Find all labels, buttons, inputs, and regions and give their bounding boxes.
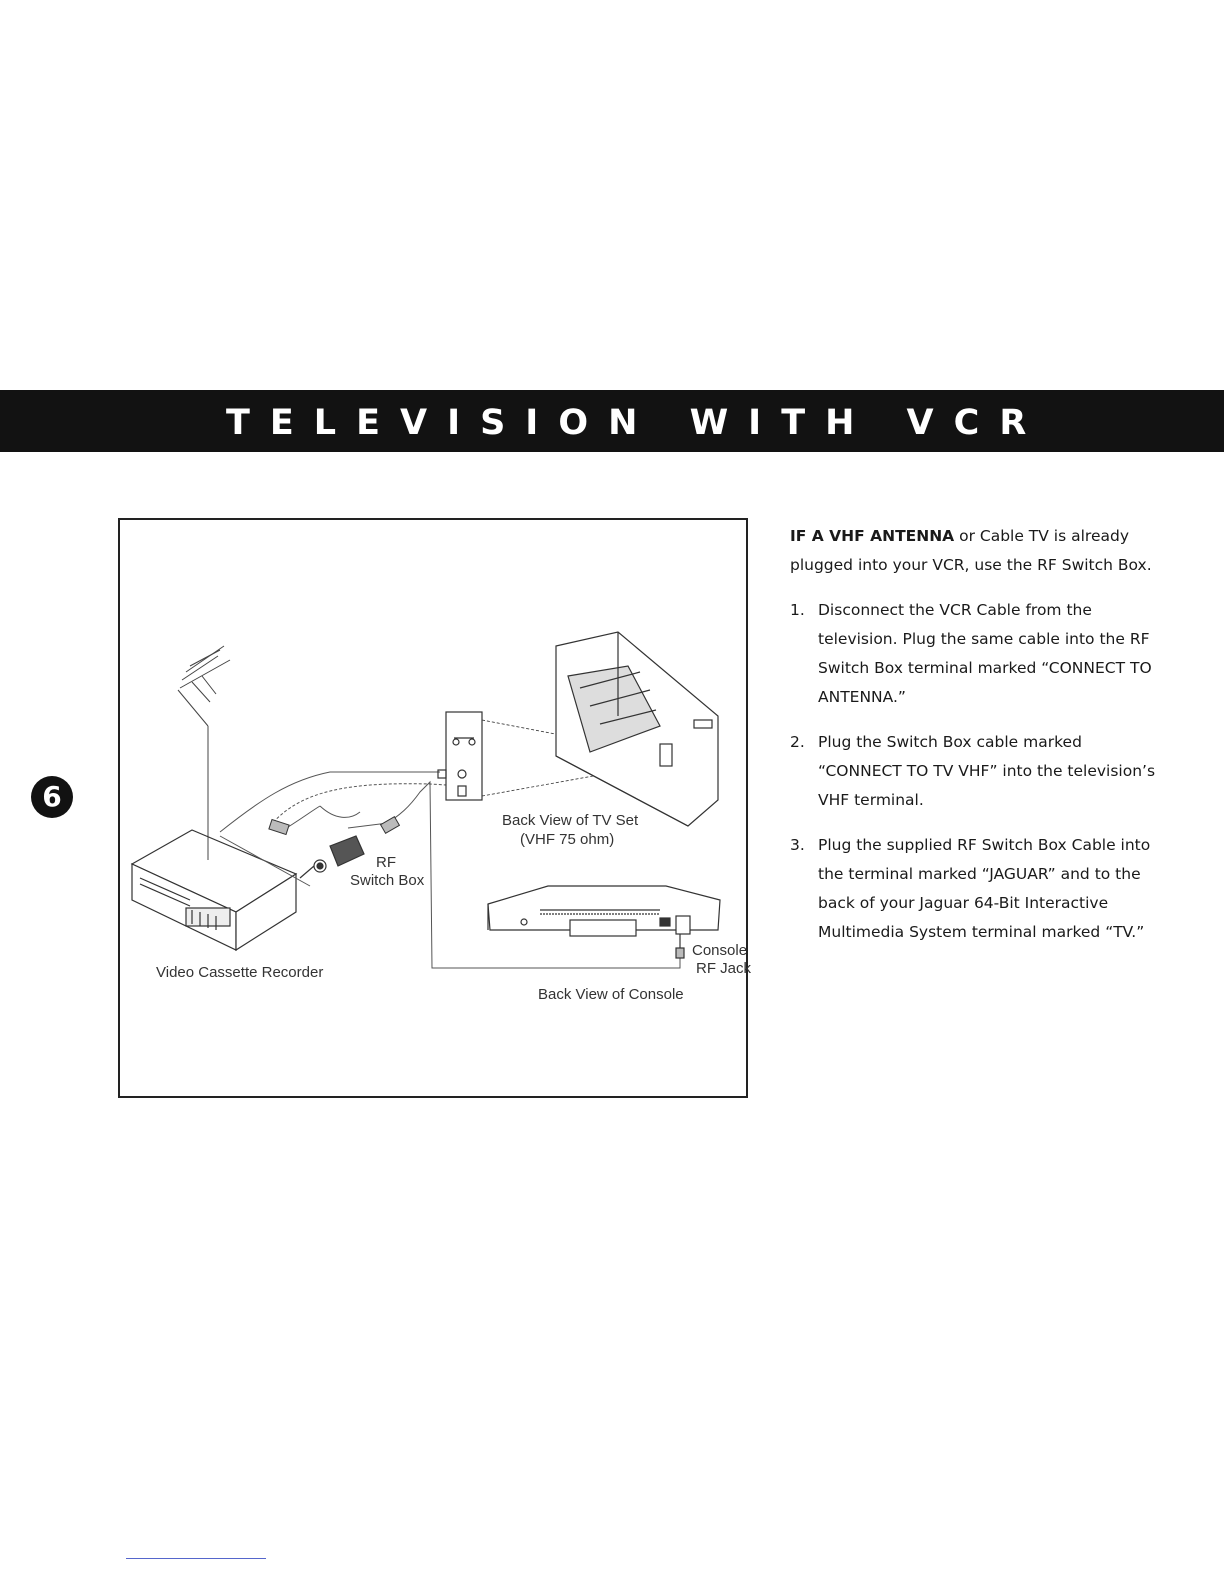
step-number: 3. xyxy=(790,836,805,854)
instructions-column: IF A VHF ANTENNA or Cable TV is already … xyxy=(790,522,1170,963)
footer-rule xyxy=(126,1558,266,1559)
label-tv-ohm: (VHF 75 ohm) xyxy=(520,831,615,848)
header-band xyxy=(0,390,1224,452)
intro-paragraph: IF A VHF ANTENNA or Cable TV is already … xyxy=(790,522,1170,580)
intro-rest: or Cable TV is already plugged into your… xyxy=(790,527,1152,574)
page-number-badge: 6 xyxy=(31,776,73,818)
steps-list: 1. Disconnect the VCR Cable from the tel… xyxy=(790,596,1170,947)
cable-lines xyxy=(219,771,681,969)
step-item: 1. Disconnect the VCR Cable from the tel… xyxy=(790,596,1170,712)
label-console: Console xyxy=(692,942,748,959)
step-number: 2. xyxy=(790,733,805,751)
label-rf: RF xyxy=(376,854,396,871)
step-text: Plug the Switch Box cable marked “CONNEC… xyxy=(818,733,1156,809)
label-tv-back: Back View of TV Set xyxy=(502,812,639,829)
step-text: Disconnect the VCR Cable from the televi… xyxy=(818,601,1152,706)
step-number: 1. xyxy=(790,601,805,619)
antenna-illustration xyxy=(177,645,231,860)
intro-lead: IF A VHF ANTENNA xyxy=(790,527,955,545)
label-console-back: Back View of Console xyxy=(538,986,684,1003)
step-item: 2. Plug the Switch Box cable marked “CON… xyxy=(790,728,1170,815)
vcr-illustration xyxy=(130,829,298,952)
page-title: TELEVISION WITH VCR xyxy=(226,403,1047,443)
console-illustration xyxy=(487,885,721,959)
diagram-illustration xyxy=(130,631,721,969)
cable-plug-illustration xyxy=(268,815,401,836)
rf-switch-box-illustration xyxy=(299,835,365,879)
step-text: Plug the supplied RF Switch Box Cable in… xyxy=(818,836,1151,941)
label-vcr: Video Cassette Recorder xyxy=(156,964,324,981)
connection-diagram: Back View of TV Set (VHF 75 ohm) RF Swit… xyxy=(118,518,752,1098)
tv-set-illustration xyxy=(555,631,719,827)
label-switch-box: Switch Box xyxy=(350,872,425,889)
step-item: 3. Plug the supplied RF Switch Box Cable… xyxy=(790,831,1170,947)
label-rf-jack: RF Jack xyxy=(696,960,752,977)
